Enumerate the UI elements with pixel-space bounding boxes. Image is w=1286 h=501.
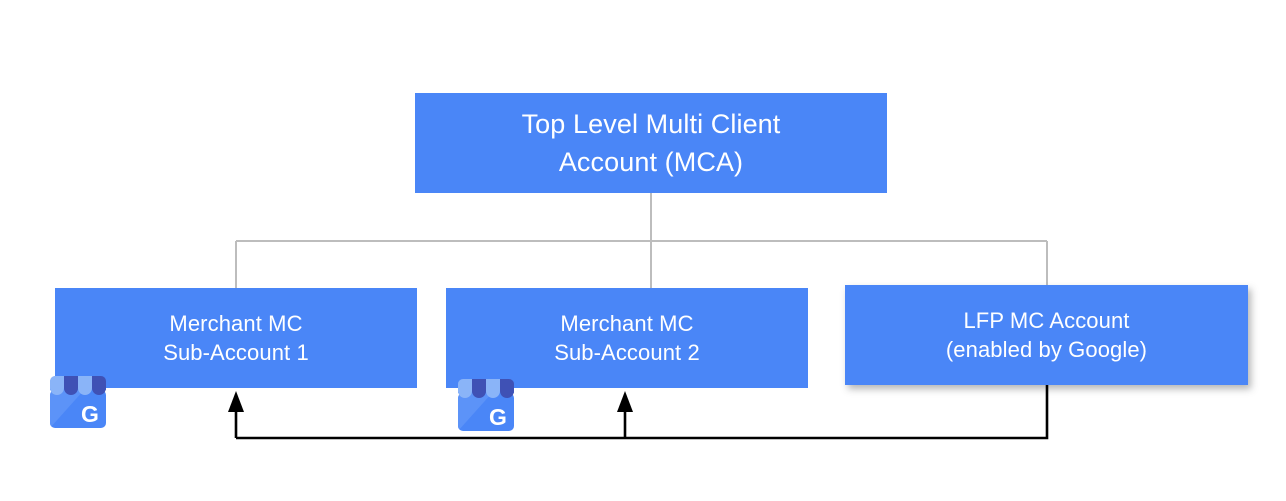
node-top-level-mca[interactable]: Top Level Multi Client Account (MCA) <box>415 93 887 193</box>
gmb-letter-g: G <box>81 401 99 427</box>
node-lfp-mc-account-label: LFP MC Account (enabled by Google) <box>945 308 1148 362</box>
feed-path-lfp-to-bus <box>236 385 1049 440</box>
node-merchant-sub-account-1-label: Merchant MC Sub-Account 1 <box>163 311 309 365</box>
google-my-business-icon: G <box>50 376 106 428</box>
feed-arrowhead-merchant-2 <box>617 391 633 412</box>
node-merchant-sub-account-1[interactable]: Merchant MC Sub-Account 1 <box>55 288 417 388</box>
google-my-business-icon: G <box>458 379 514 431</box>
gmb-letter-g: G <box>489 404 507 430</box>
node-lfp-mc-account[interactable]: LFP MC Account (enabled by Google) <box>845 285 1248 385</box>
node-top-level-mca-label: Top Level Multi Client Account (MCA) <box>521 109 781 177</box>
node-merchant-sub-account-2[interactable]: Merchant MC Sub-Account 2 <box>446 288 808 388</box>
node-merchant-sub-account-2-label: Merchant MC Sub-Account 2 <box>554 311 700 365</box>
feed-arrowhead-merchant-1 <box>228 391 244 412</box>
